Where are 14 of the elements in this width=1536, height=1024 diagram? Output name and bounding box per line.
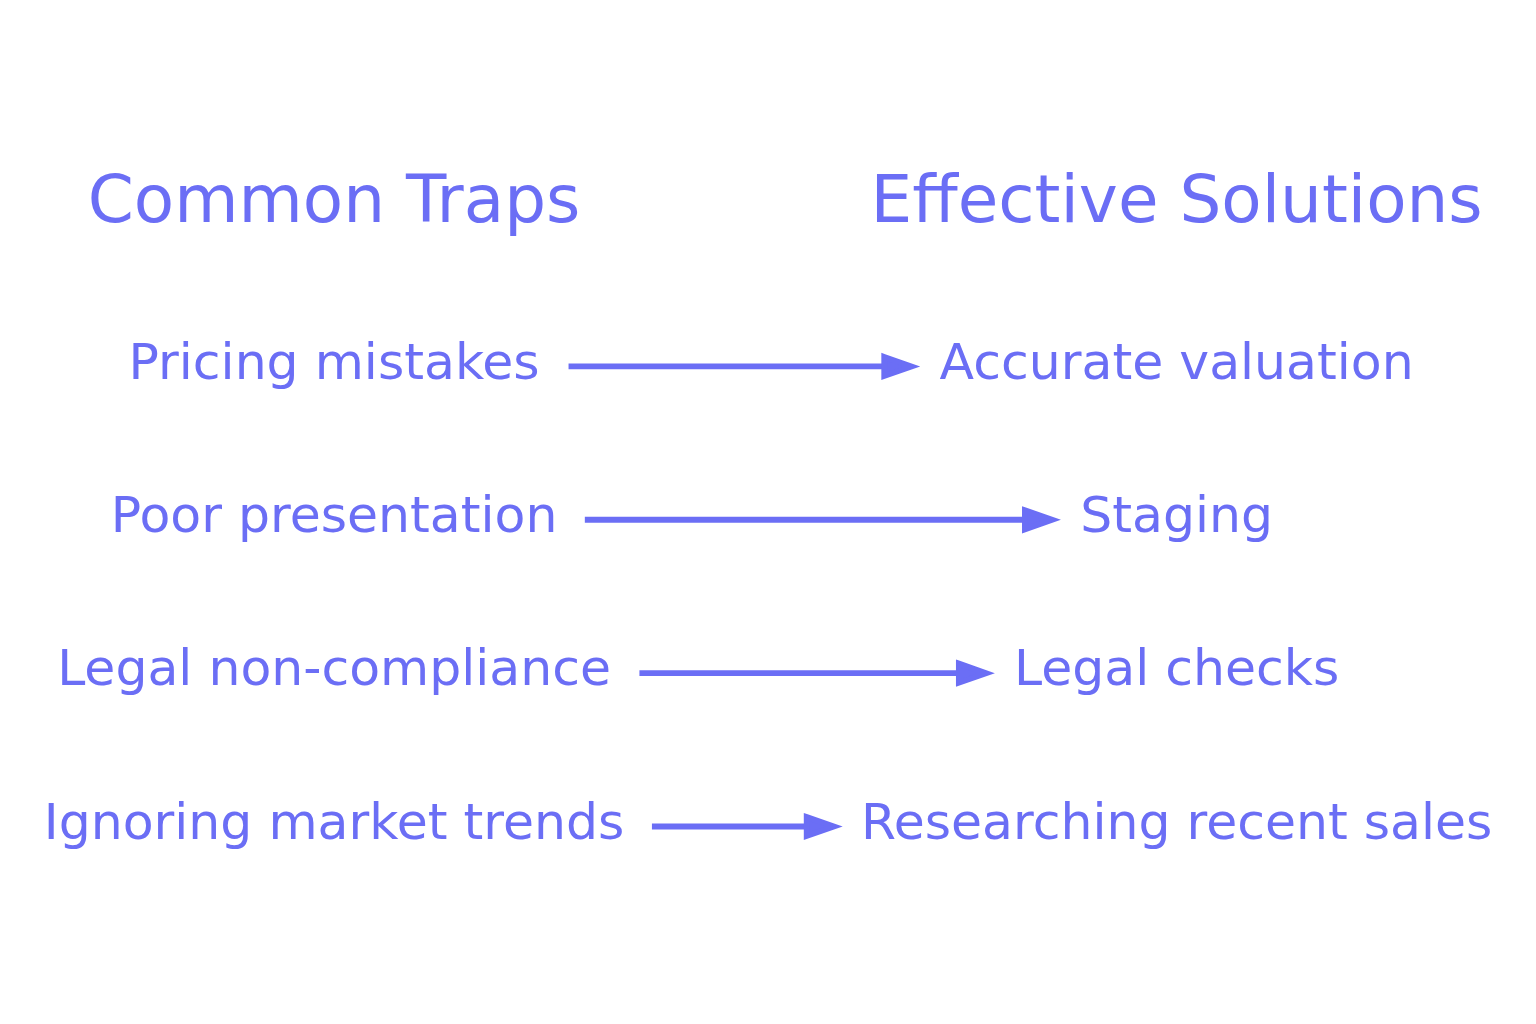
arrow [584, 506, 1061, 534]
arrow [651, 812, 843, 841]
node-text: Researching recent sales [860, 791, 1493, 851]
label: Effective Solutions [870, 161, 1483, 239]
label: Common Traps [87, 161, 581, 239]
node-text: Ignoring market trends [43, 791, 625, 851]
arrow [639, 659, 995, 687]
node-text: Pricing mistakes [128, 331, 540, 391]
arrow [568, 352, 921, 380]
node-text: Staging [1080, 485, 1274, 544]
node-text: Accurate valuation [939, 331, 1414, 391]
node-text: Legal checks [1013, 638, 1340, 698]
node-text: Legal non-compliance [57, 638, 612, 698]
node-text: Poor presentation [110, 485, 558, 544]
